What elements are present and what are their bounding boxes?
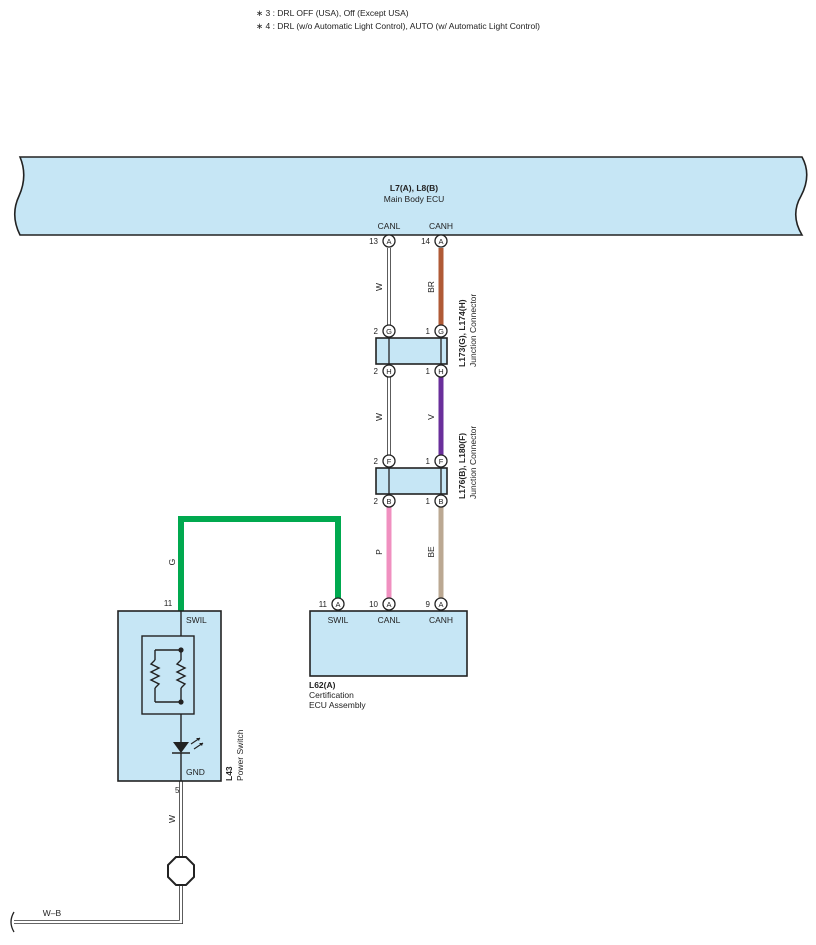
main-ecu-canl-pin: 13 A: [369, 234, 396, 248]
wire-code-ground: W–B: [43, 908, 62, 918]
junction-bf-id: L176(B), L180(F): [457, 433, 467, 499]
junction-bf-pin-f2: 2 F: [374, 454, 396, 468]
main-body-ecu-id: L7(A), L8(B): [390, 183, 438, 193]
junction-bf-pin-b2-number: 2: [374, 497, 379, 506]
cert-ecu-swil-pin: 11 A: [319, 597, 345, 611]
wire-swil: [178, 516, 341, 611]
junction-gh-pin-h2-number: 2: [374, 367, 379, 376]
resistor-left-icon: [149, 659, 161, 689]
junction-gh-pin-h2-letter: H: [386, 367, 391, 376]
junction-bf-pin-f1-letter: F: [439, 457, 444, 466]
cert-ecu-name-line2: ECU Assembly: [309, 700, 366, 710]
junction-connector-gh-box: [375, 337, 448, 365]
junction-connector-bf-box: [375, 467, 448, 495]
junction-gh-name: Junction Connector: [468, 294, 478, 367]
power-switch-name: Power Switch: [235, 729, 245, 781]
junction-bf-pin-f2-letter: F: [387, 457, 392, 466]
power-switch-swil-pin: 11: [164, 599, 173, 608]
junction-bf-pin-f1-number: 1: [426, 457, 431, 466]
main-ecu-canh-pin: 14 A: [421, 234, 448, 248]
cert-ecu-name-line1: Certification: [309, 690, 354, 700]
cert-ecu-id: L62(A): [309, 680, 336, 690]
junction-gh-pin-g2: 2 G: [374, 324, 396, 338]
junction-bf-pin-b1: 1 B: [426, 494, 448, 508]
junction-gh-id: L173(G), L174(H): [457, 299, 467, 367]
main-body-ecu-box: [13, 156, 808, 236]
junction-bf-pin-b1-letter: B: [438, 497, 443, 506]
cert-ecu-canh-label: CANH: [429, 615, 453, 625]
junction-gh-pin-g1-letter: G: [438, 327, 444, 336]
note-3: ∗ 3 : DRL OFF (USA), Off (Except USA): [256, 8, 409, 18]
cert-ecu-canl-pin-number: 10: [369, 600, 378, 609]
cert-ecu-canl-pin-letter: A: [386, 600, 391, 609]
junction-dot-bottom: [178, 699, 184, 705]
resistor-right-icon: [175, 659, 187, 689]
cert-ecu-canl-label: CANL: [378, 615, 401, 625]
wire-code-canl-mid: W: [374, 413, 384, 421]
main-ecu-canh-pin-letter: A: [438, 237, 443, 246]
junction-bf-name: Junction Connector: [468, 426, 478, 499]
junction-gh-pin-h1: 1 H: [426, 364, 448, 378]
junction-gh-pin-g2-letter: G: [386, 327, 392, 336]
cert-ecu-canh-pin: 9 A: [426, 597, 448, 611]
main-ecu-canh-pin-number: 14: [421, 237, 430, 246]
wire-code-canh-upper: BR: [426, 281, 436, 293]
junction-bf-pin-f1: 1 F: [426, 454, 448, 468]
junction-bf-pin-b1-number: 1: [426, 497, 431, 506]
power-switch-gnd-label: GND: [186, 767, 205, 777]
junction-gh-pin-h1-letter: H: [438, 367, 443, 376]
led-icon: [172, 737, 204, 754]
junction-gh-pin-h1-number: 1: [426, 367, 431, 376]
main-body-ecu-name: Main Body ECU: [384, 194, 444, 204]
wire-ground: [14, 885, 183, 924]
cert-ecu-swil-pin-number: 11: [319, 600, 328, 609]
certification-ecu-box: [309, 610, 468, 677]
cert-ecu-canl-pin: 10 A: [369, 597, 396, 611]
ground-splice-icon: [167, 856, 195, 886]
junction-dot-top: [178, 647, 184, 653]
note-4: ∗ 4 : DRL (w/o Automatic Light Control),…: [256, 21, 540, 31]
junction-bf-pin-f2-number: 2: [374, 457, 379, 466]
main-ecu-canl-label: CANL: [378, 221, 401, 231]
cert-ecu-canh-pin-letter: A: [438, 600, 443, 609]
wire-code-gnd: W: [167, 815, 177, 823]
power-switch-box: [117, 610, 222, 782]
power-switch-swil-label: SWIL: [186, 615, 207, 625]
ground-wire-break: [10, 911, 15, 933]
cert-ecu-canh-pin-number: 9: [426, 600, 431, 609]
wire-code-canl-lower: P: [374, 549, 384, 555]
wire-code-canh-mid: V: [426, 414, 436, 420]
junction-gh-pin-g2-number: 2: [374, 327, 379, 336]
main-ecu-canl-pin-letter: A: [386, 237, 391, 246]
main-ecu-canl-pin-number: 13: [369, 237, 378, 246]
junction-gh-pin-g1: 1 G: [426, 324, 448, 338]
power-switch-gnd-pin: 5: [175, 786, 180, 795]
wire-code-canh-lower: BE: [426, 546, 436, 558]
resistor-block: [141, 635, 195, 715]
wire-code-swil: G: [167, 559, 177, 566]
power-switch-id: L43: [224, 766, 234, 781]
cert-ecu-swil-label: SWIL: [328, 615, 349, 625]
junction-bf-pin-b2: 2 B: [374, 494, 396, 508]
junction-bf-pin-b2-letter: B: [386, 497, 391, 506]
junction-gh-pin-g1-number: 1: [426, 327, 431, 336]
main-ecu-canh-label: CANH: [429, 221, 453, 231]
junction-gh-pin-h2: 2 H: [374, 364, 396, 378]
cert-ecu-swil-pin-letter: A: [335, 600, 340, 609]
wire-code-canl-upper: W: [374, 283, 384, 291]
